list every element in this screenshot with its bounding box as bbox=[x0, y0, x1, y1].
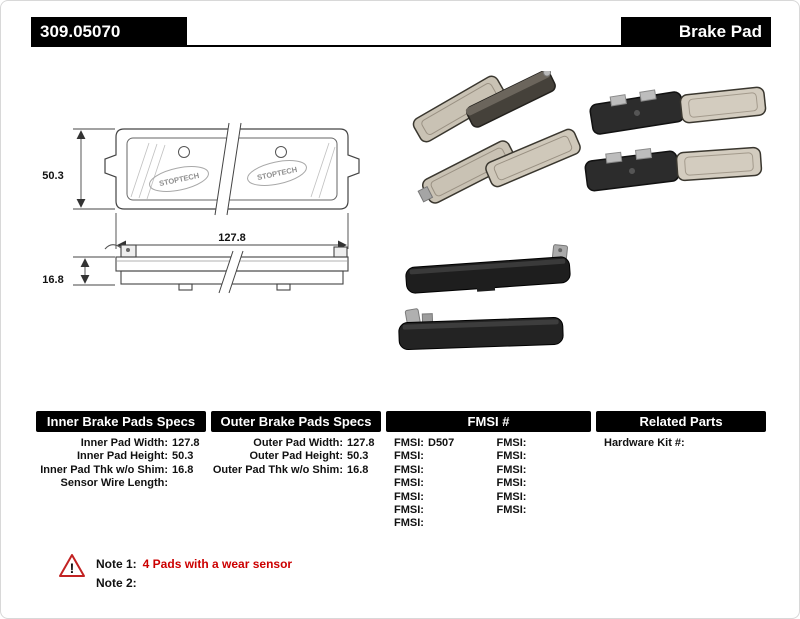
spec-label: Outer Pad Width: bbox=[253, 437, 343, 449]
spec-row: Outer Pad Height: 50.3 bbox=[211, 450, 381, 463]
fmsi-column: FMSI # FMSI: D507 FMSI: FMSI: FMSI: bbox=[386, 411, 591, 531]
pad-height-label: 50.3 bbox=[42, 170, 63, 182]
fmsi-row: FMSI: bbox=[386, 464, 489, 477]
related-parts-header: Related Parts bbox=[596, 411, 766, 432]
spec-row: Inner Pad Height: 50.3 bbox=[36, 450, 206, 463]
fmsi-label: FMSI: bbox=[496, 490, 527, 503]
fmsi-row: FMSI: bbox=[386, 477, 489, 490]
inner-specs-header: Inner Brake Pads Specs bbox=[36, 411, 206, 432]
spec-label: Sensor Wire Length: bbox=[60, 477, 168, 490]
fmsi-label: FMSI: bbox=[394, 504, 424, 517]
note-2: Note 2: bbox=[96, 576, 143, 590]
related-part-row: Hardware Kit #: bbox=[596, 437, 766, 450]
fmsi-label: FMSI: bbox=[496, 463, 527, 476]
fmsi-left-subcolumn: FMSI: D507 FMSI: FMSI: FMSI: FMSI: bbox=[386, 437, 489, 531]
fmsi-row: FMSI: bbox=[386, 491, 489, 504]
fmsi-row: FMSI: bbox=[489, 477, 592, 490]
header-divider bbox=[31, 45, 771, 47]
spec-value: 50.3 bbox=[172, 450, 194, 463]
inner-specs-column: Inner Brake Pads Specs Inner Pad Width: … bbox=[36, 411, 206, 491]
fmsi-label: FMSI: bbox=[496, 437, 527, 449]
pads-paired-group bbox=[584, 86, 767, 192]
spec-value: 127.8 bbox=[347, 437, 375, 449]
spec-label: Inner Pad Thk w/o Shim: bbox=[40, 463, 168, 476]
pads-angled-group bbox=[412, 71, 581, 204]
fmsi-label: FMSI: bbox=[394, 517, 424, 530]
fmsi-row: FMSI: D507 bbox=[386, 437, 489, 450]
outer-specs-column: Outer Brake Pads Specs Outer Pad Width: … bbox=[211, 411, 381, 477]
spec-value: 127.8 bbox=[172, 437, 200, 449]
fmsi-label: FMSI: bbox=[394, 463, 424, 476]
fmsi-label: FMSI: bbox=[496, 504, 527, 517]
dimension-width bbox=[115, 213, 349, 250]
dimension-thickness bbox=[73, 256, 115, 286]
fmsi-row: FMSI: bbox=[489, 464, 592, 477]
technical-drawing: STOPTECH STOPTECH 50.3 127.8 bbox=[42, 122, 360, 294]
spec-value: 16.8 bbox=[347, 463, 369, 476]
spec-row: Sensor Wire Length: bbox=[36, 477, 206, 490]
fmsi-label: FMSI: bbox=[394, 490, 424, 503]
brake-pads-top-photo bbox=[412, 71, 767, 204]
related-part-label: Hardware Kit #: bbox=[604, 437, 685, 449]
dimension-height bbox=[73, 128, 115, 210]
note1-text: 4 Pads with a wear sensor bbox=[142, 557, 293, 571]
side-pad-lower bbox=[398, 308, 564, 351]
fmsi-row: FMSI: bbox=[489, 437, 592, 450]
fmsi-row: FMSI: bbox=[489, 504, 592, 517]
fmsi-label: FMSI: bbox=[394, 437, 424, 449]
warning-glyph: ! bbox=[70, 560, 75, 576]
product-title: Brake Pad bbox=[621, 17, 771, 46]
related-parts-column: Related Parts Hardware Kit #: bbox=[596, 411, 766, 450]
outer-specs-header: Outer Brake Pads Specs bbox=[211, 411, 381, 432]
spec-row: Outer Pad Thk w/o Shim: 16.8 bbox=[211, 464, 381, 477]
note1-label: Note 1: bbox=[96, 557, 137, 571]
warning-triangle-icon: ! bbox=[59, 554, 85, 577]
spec-value: 16.8 bbox=[172, 463, 194, 476]
fmsi-row: FMSI: bbox=[386, 504, 489, 517]
fmsi-label: FMSI: bbox=[394, 450, 424, 463]
pad-width-label: 127.8 bbox=[218, 232, 246, 244]
pad-thickness-label: 16.8 bbox=[42, 274, 63, 286]
fmsi-row: FMSI: bbox=[489, 491, 592, 504]
spec-row: Outer Pad Width: 127.8 bbox=[211, 437, 381, 450]
part-number: 309.05070 bbox=[31, 17, 187, 46]
fmsi-row: FMSI: bbox=[386, 450, 489, 463]
spec-label: Inner Pad Height: bbox=[76, 450, 168, 463]
fmsi-label: FMSI: bbox=[394, 477, 424, 490]
break-lines bbox=[214, 122, 242, 216]
brake-pads-side-photo bbox=[398, 244, 571, 351]
fmsi-row: FMSI: bbox=[489, 450, 592, 463]
fmsi-label: FMSI: bbox=[496, 450, 527, 463]
fmsi-right-subcolumn: FMSI: FMSI: FMSI: FMSI: FMSI: bbox=[489, 437, 592, 531]
spec-value: 50.3 bbox=[347, 450, 369, 463]
note-1: Note 1: 4 Pads with a wear sensor bbox=[96, 557, 292, 571]
spec-label: Outer Pad Thk w/o Shim: bbox=[212, 463, 343, 476]
fmsi-row: FMSI: bbox=[386, 517, 489, 530]
fmsi-header: FMSI # bbox=[386, 411, 591, 432]
note2-label: Note 2: bbox=[96, 576, 137, 590]
fmsi-value: D507 bbox=[428, 437, 455, 449]
spec-row: Inner Pad Thk w/o Shim: 16.8 bbox=[36, 464, 206, 477]
spec-label: Outer Pad Height: bbox=[249, 450, 343, 463]
pad-side-view bbox=[104, 244, 349, 294]
spec-row: Inner Pad Width: 127.8 bbox=[36, 437, 206, 450]
side-pad-upper bbox=[405, 244, 571, 294]
fmsi-label: FMSI: bbox=[496, 477, 527, 490]
spec-label: Inner Pad Width: bbox=[80, 437, 168, 449]
